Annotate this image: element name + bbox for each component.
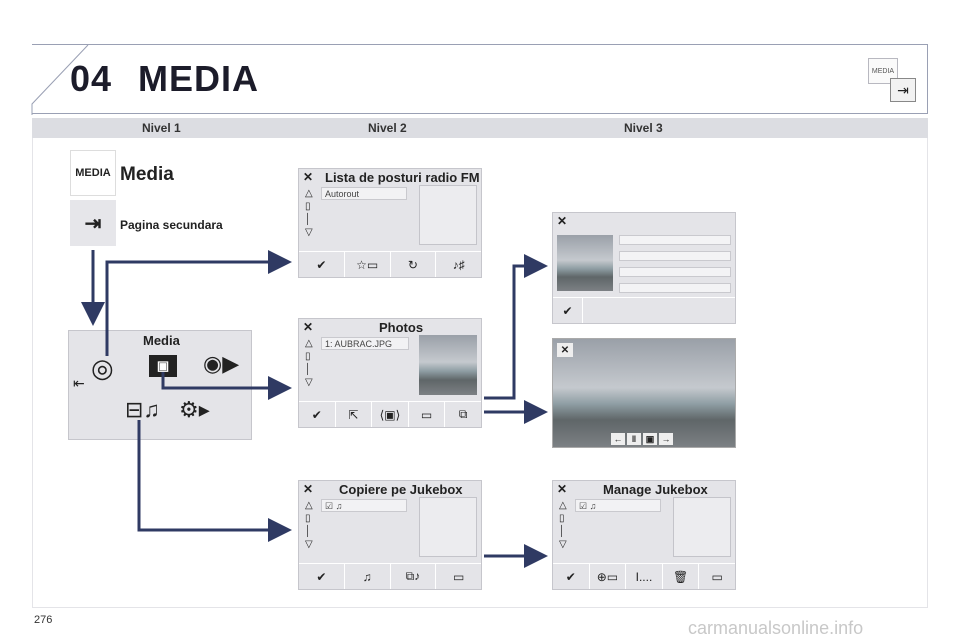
gallery-icon[interactable]: ▣: [643, 433, 657, 445]
options-icon[interactable]: ▭: [452, 569, 465, 584]
secondary-page-icon[interactable]: ⇥: [70, 200, 116, 246]
chapter-title: 04 MEDIA: [70, 58, 285, 100]
refresh-icon[interactable]: ↻: [391, 252, 437, 277]
level-2-label: Nivel 2: [368, 121, 407, 135]
arrow-to-radio: [105, 250, 292, 356]
video-play-icon[interactable]: ◉▶: [203, 351, 240, 376]
confirm-icon[interactable]: ✔: [299, 402, 336, 427]
header-corner: [31, 44, 89, 115]
media-button-icon[interactable]: MEDIA: [70, 150, 116, 196]
details-toolbar: ✔: [553, 297, 735, 323]
jukebox-icon[interactable]: ⊟♫: [125, 397, 160, 422]
close-icon[interactable]: ✕: [557, 482, 568, 496]
manage-jukebox-panel: ✕ Manage Jukebox ☑ ♫ △▯│▽ ✔ ⊕▭ I.... 🗑 ▭: [552, 480, 736, 590]
copy-jukebox-panel: ✕ Copiere pe Jukebox ☑ ♫ △▯│▽ ✔ ♫ ⧉♪ ▭: [298, 480, 482, 590]
fullscreen-photo: ✕ ← ‖ ▣ →: [552, 338, 736, 448]
photo-thumbnail: [557, 235, 613, 291]
media-menu-title: Media: [143, 333, 180, 348]
slideshow-icon[interactable]: ⟨▣⟩: [372, 402, 409, 427]
checkbox-field[interactable]: ☑ ♫: [321, 499, 407, 512]
info-line: [619, 267, 731, 277]
manage-jukebox-title: Manage Jukebox: [603, 482, 708, 497]
close-icon[interactable]: ✕: [303, 170, 314, 184]
preview-area: [673, 497, 731, 557]
info-line: [619, 251, 731, 261]
confirm-icon[interactable]: ✔: [553, 298, 583, 323]
chapter-name: MEDIA: [138, 58, 260, 99]
media-menu-panel: Media ⇤ ◎ ▣ ◉▶ ⊟♫ ⚙▸: [68, 330, 252, 440]
media-title: Media: [120, 164, 174, 185]
photo-details-panel: ✕ ✔: [552, 212, 736, 324]
favorite-icon[interactable]: ☆▭: [345, 252, 391, 277]
close-icon[interactable]: ✕: [303, 482, 314, 496]
music-group-icon[interactable]: ⧉♪: [391, 564, 437, 589]
enter-icon: ⇥: [890, 78, 916, 102]
info-line: [619, 235, 731, 245]
menu-enter-icon[interactable]: ⇤: [73, 375, 85, 391]
rename-icon[interactable]: I....: [626, 564, 663, 589]
fullscreen-icon[interactable]: ⧉: [458, 407, 468, 421]
manage-toolbar: ✔ ⊕▭ I.... 🗑 ▭: [553, 563, 735, 589]
radio-station-field[interactable]: Autorout: [321, 187, 407, 200]
sound-settings-icon[interactable]: ♪♯: [452, 257, 465, 272]
level-3-label: Nivel 3: [624, 121, 663, 135]
previous-icon[interactable]: ←: [611, 433, 625, 445]
preview-area: [419, 185, 477, 245]
copy-toolbar: ✔ ♫ ⧉♪ ▭: [299, 563, 481, 589]
info-line: [619, 283, 731, 293]
settings-play-icon[interactable]: ⚙▸: [179, 397, 210, 422]
close-icon[interactable]: ✕: [303, 320, 314, 334]
close-icon[interactable]: ✕: [557, 214, 568, 228]
photos-toolbar: ✔ ⇱ ⟨▣⟩ ▭ ⧉: [299, 401, 481, 427]
level-1-label: Nivel 1: [142, 121, 181, 135]
photo-file-field[interactable]: 1: AUBRAC.JPG: [321, 337, 409, 350]
watermark: carmanualsonline.info: [688, 618, 864, 638]
scroll-bar[interactable]: △▯│▽: [559, 500, 567, 550]
arrow-to-photos: [161, 372, 292, 400]
photo-preview: [419, 335, 477, 395]
radio-list-panel: ✕ Lista de posturi radio FM Autorout △▯│…: [298, 168, 482, 278]
options-icon[interactable]: ▭: [409, 402, 446, 427]
options-icon[interactable]: ▭: [711, 569, 723, 584]
music-folder-icon[interactable]: ♫: [345, 564, 391, 589]
folder-up-icon[interactable]: ⇱: [336, 402, 373, 427]
scroll-bar[interactable]: △▯│▽: [305, 500, 313, 550]
chapter-header: [32, 44, 928, 114]
radio-toolbar: ✔ ☆▭ ↻ ♪♯: [299, 251, 481, 277]
copy-jukebox-title: Copiere pe Jukebox: [339, 482, 463, 497]
next-icon[interactable]: →: [659, 433, 673, 445]
page-number: 276: [34, 614, 53, 626]
delete-icon[interactable]: 🗑: [663, 564, 700, 589]
scroll-bar[interactable]: △▯│▽: [305, 338, 313, 388]
radio-icon[interactable]: ◎: [91, 353, 114, 383]
slideshow-controls: ← ‖ ▣ →: [611, 433, 673, 445]
add-folder-icon[interactable]: ⊕▭: [590, 564, 627, 589]
radio-list-title: Lista de posturi radio FM: [325, 170, 480, 185]
photos-icon[interactable]: ▣: [149, 355, 177, 377]
levels-bar: Nivel 1 Nivel 2 Nivel 3: [32, 118, 928, 138]
diagram-area: [32, 138, 928, 608]
confirm-icon[interactable]: ✔: [299, 252, 345, 277]
photos-panel: ✕ Photos 1: AUBRAC.JPG △▯│▽ ✔ ⇱ ⟨▣⟩ ▭ ⧉: [298, 318, 482, 428]
media-secondary-icon: MEDIA ⇥: [868, 58, 920, 106]
photos-title: Photos: [379, 320, 424, 335]
pause-icon[interactable]: ‖: [627, 433, 641, 445]
arrow-to-details: [484, 254, 548, 400]
checkbox-field[interactable]: ☑ ♫: [575, 499, 661, 512]
secondary-page-label: Pagina secundara: [120, 218, 223, 232]
confirm-icon[interactable]: ✔: [299, 564, 345, 589]
preview-area: [419, 497, 477, 557]
confirm-icon[interactable]: ✔: [553, 564, 590, 589]
close-icon[interactable]: ✕: [557, 343, 573, 357]
scroll-bar[interactable]: △▯│▽: [305, 188, 313, 238]
chapter-number: 04: [70, 58, 113, 99]
arrow-to-copy: [137, 420, 292, 542]
